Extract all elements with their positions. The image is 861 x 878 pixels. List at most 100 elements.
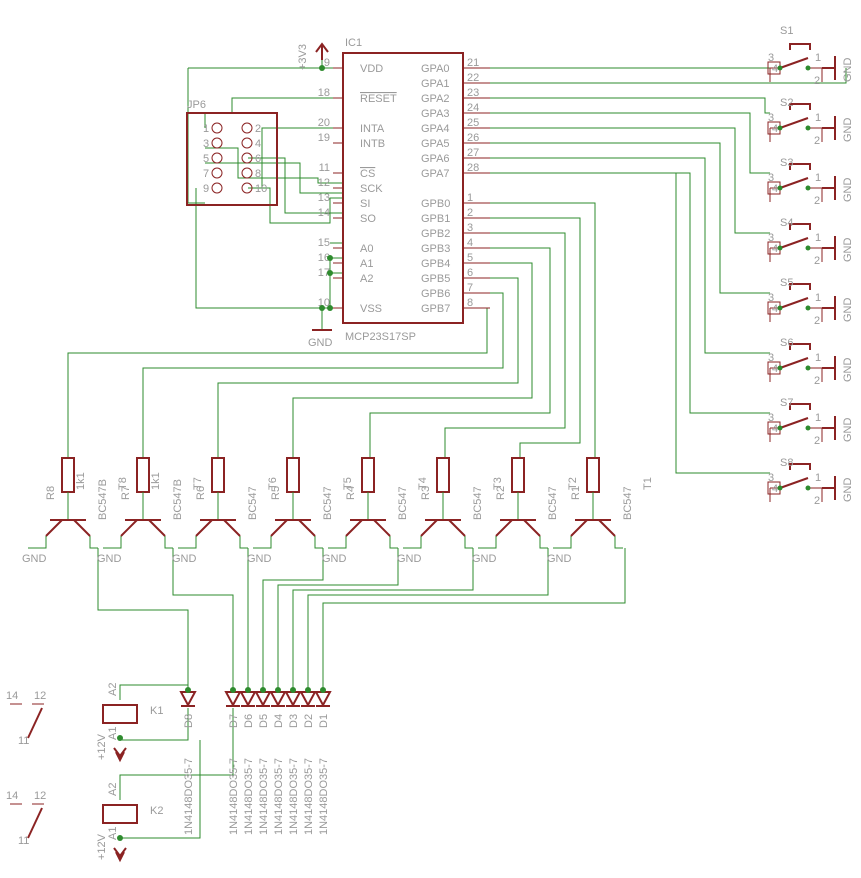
switch-junction xyxy=(805,425,811,431)
switch-pins xyxy=(769,307,823,322)
switch-pin: 4 xyxy=(772,243,778,255)
header-pin xyxy=(241,167,253,179)
diode-part: 1N4148DO35-7 xyxy=(318,758,330,835)
switch-pin: 3 xyxy=(768,472,774,484)
switch-pins xyxy=(769,247,823,262)
switch-junction xyxy=(777,305,783,311)
switch-pin: 1 xyxy=(815,292,821,304)
switch-pin: 2 xyxy=(814,435,820,447)
ic-pin-number: 14 xyxy=(318,207,330,219)
switch-symbol xyxy=(779,43,811,69)
ic-pin-number: 16 xyxy=(318,252,330,264)
switch-pin: 2 xyxy=(814,255,820,267)
resistor-name: R2 xyxy=(495,486,507,500)
transistor-legs xyxy=(570,519,616,537)
resistor-value: 1k1 xyxy=(150,472,162,490)
relay-name: K1 xyxy=(150,705,163,717)
ic-pin-number: 20 xyxy=(318,117,330,129)
ic-pin-label: GPA6 xyxy=(421,153,450,165)
wires xyxy=(67,55,847,839)
transistor-legs xyxy=(195,519,241,537)
switch-gnd-label: GND xyxy=(842,238,854,263)
relay-contact-no: 12 xyxy=(34,790,46,802)
ic-pin-number: 15 xyxy=(318,237,330,249)
relay-supply-symbol xyxy=(113,747,127,763)
ic-pin-number: 12 xyxy=(318,177,330,189)
diode-name: D5 xyxy=(258,714,270,728)
ic-right-pins: 21GPA022GPA123GPA224GPA325GPA426GPA527GP… xyxy=(421,57,490,315)
resistor-name: R3 xyxy=(420,486,432,500)
diode-junction xyxy=(275,687,281,693)
ic-pin-label: INTB xyxy=(360,138,385,150)
switch-junction xyxy=(805,65,811,71)
diode-part: 1N4148DO35-7 xyxy=(273,758,285,835)
header-pin-number: 7 xyxy=(203,168,209,180)
diode-junction xyxy=(245,687,251,693)
header-pin-number: 10 xyxy=(255,183,267,195)
ic-pin-label: A2 xyxy=(360,273,373,285)
ic-pin-label: GPB1 xyxy=(421,213,450,225)
ic-pin-number: 28 xyxy=(467,162,479,174)
resistor-name: R5 xyxy=(270,486,282,500)
ic-pin-number: 9 xyxy=(324,57,330,69)
switch-junction xyxy=(805,485,811,491)
transistor-gnd: GND xyxy=(397,553,422,565)
switch-name: S4 xyxy=(780,217,793,229)
diode-part: 1N4148DO35-7 xyxy=(258,758,270,835)
switch-junction xyxy=(777,125,783,131)
switch-pins xyxy=(769,187,823,202)
relay-contact xyxy=(27,807,43,839)
ic-pin-label: GPA3 xyxy=(421,108,450,120)
switch-symbol xyxy=(779,163,811,189)
resistor-name: R8 xyxy=(45,486,57,500)
switch-name: S3 xyxy=(780,157,793,169)
transistor-name: T6 xyxy=(267,477,279,490)
ic-pin-label: SI xyxy=(360,198,370,210)
resistor xyxy=(211,457,225,493)
switch-pin: 4 xyxy=(772,483,778,495)
relay-contact-com: 11 xyxy=(18,735,29,747)
ic-pin-number: 21 xyxy=(467,57,479,69)
header-pin xyxy=(211,137,223,149)
header-pin xyxy=(241,182,253,194)
switch-junction xyxy=(777,185,783,191)
ic-pin-label: GPB0 xyxy=(421,198,450,210)
diode-part: 1N4148DO35-7 xyxy=(243,758,255,835)
switch-pin: 3 xyxy=(768,292,774,304)
switch-symbol xyxy=(779,403,811,429)
transistor-leads xyxy=(478,536,548,549)
switch-name: S5 xyxy=(780,277,793,289)
resistor xyxy=(436,457,450,493)
ic-pin-number: 2 xyxy=(467,207,473,219)
transistor-name: T7 xyxy=(192,477,204,490)
switch-pin: 3 xyxy=(768,112,774,124)
transistor-name: T5 xyxy=(342,477,354,490)
switch-name: S6 xyxy=(780,337,793,349)
ic-pin-number: 1 xyxy=(467,192,473,204)
ic-pin-number: 3 xyxy=(467,222,473,234)
diode-name: D8 xyxy=(183,714,195,728)
switch-symbol xyxy=(779,463,811,489)
relay-pin-b: A1 xyxy=(107,827,119,840)
header-pin xyxy=(241,137,253,149)
header-pin xyxy=(241,152,253,164)
switch-junction xyxy=(777,65,783,71)
switch-pin: 2 xyxy=(814,315,820,327)
relay-contact-no: 12 xyxy=(34,690,46,702)
switch-gnd-label: GND xyxy=(842,478,854,503)
transistor-gnd: GND xyxy=(97,553,122,565)
switch-symbol xyxy=(779,223,811,249)
switch-pin: 4 xyxy=(772,363,778,375)
